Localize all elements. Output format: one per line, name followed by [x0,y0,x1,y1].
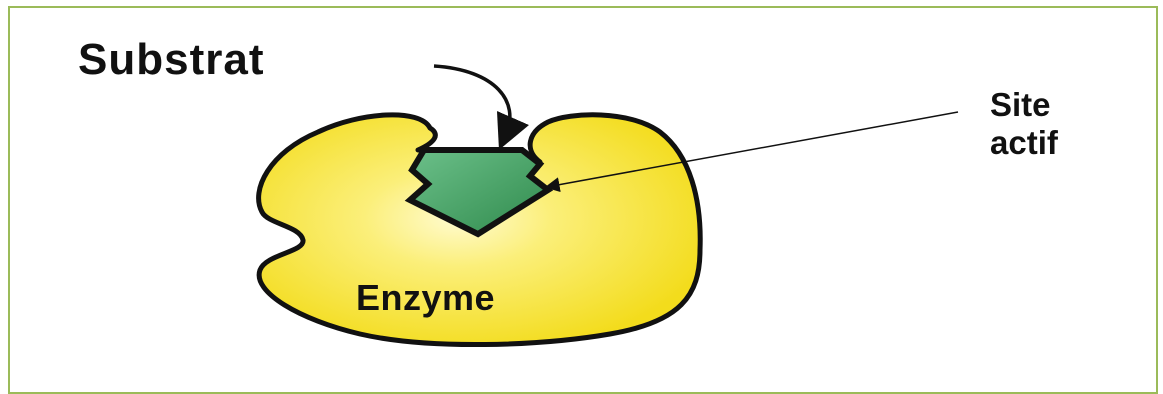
enzyme-label: Enzyme [356,280,495,316]
active-site-label-line1: Site [990,86,1058,124]
active-site-label: Site actif [990,86,1058,162]
substrate-arrow [434,66,510,134]
active-site-label-line2: actif [990,124,1058,162]
substrate-label: Substrat [78,38,264,82]
